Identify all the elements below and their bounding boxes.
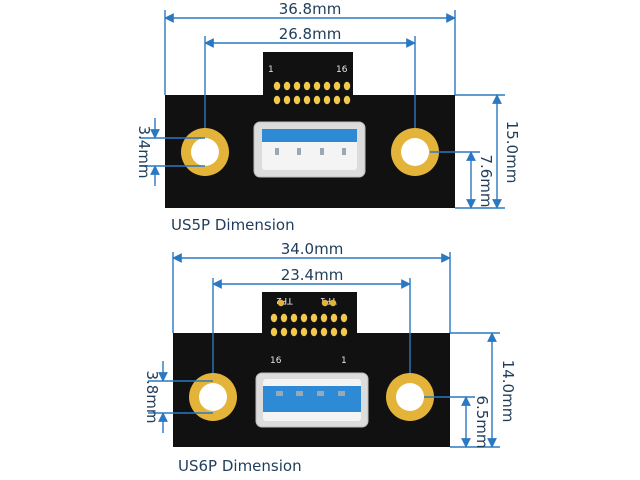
header-pin [313, 95, 321, 105]
us5p-pin-header [273, 81, 351, 105]
us6p-hole-spacing: 23.4mm [281, 266, 344, 284]
usb-contact [296, 391, 303, 396]
us5p-hole-offset: 7.6mm [477, 154, 495, 207]
header-pin [280, 313, 288, 323]
header-pin [320, 313, 328, 323]
us6p-caption: US6P Dimension [178, 457, 302, 475]
usb-contact [297, 148, 301, 155]
header-pin [343, 95, 351, 105]
header-pin [323, 81, 331, 91]
header-pin [283, 81, 291, 91]
us5p-mounting-hole-left [181, 128, 229, 176]
usb-contact [320, 148, 324, 155]
header-pin [310, 313, 318, 323]
us6p-board [173, 292, 450, 447]
us5p-hole-diameter: 3.4mm [135, 125, 153, 178]
header-pin [340, 313, 348, 323]
header-pin [273, 81, 281, 91]
header-pin [313, 81, 321, 91]
header-pin [303, 95, 311, 105]
header-pin [280, 327, 288, 337]
us6p-tp1b-pad [329, 299, 337, 307]
header-pin [290, 313, 298, 323]
us5p-pin-label-right: 16 [336, 65, 348, 75]
us6p-hole-offset: 6.5mm [473, 395, 491, 448]
us5p-pin-label-left: 1 [268, 65, 274, 75]
us6p-overall-height: 14.0mm [499, 360, 517, 423]
header-pin [300, 327, 308, 337]
header-pin [310, 327, 318, 337]
us5p-usb-a-port [253, 121, 366, 178]
usb-contact [275, 148, 279, 155]
header-pin [270, 327, 278, 337]
header-pin [293, 81, 301, 91]
header-pin [270, 313, 278, 323]
header-pin [343, 81, 351, 91]
header-pin [330, 313, 338, 323]
header-pin [323, 95, 331, 105]
usb-contact [276, 391, 283, 396]
us5p-hole-spacing: 26.8mm [279, 25, 342, 43]
us5p-overall-height: 15.0mm [503, 121, 521, 184]
us6p-hole-diameter: 3.8mm [143, 370, 161, 423]
usb-contact [317, 391, 324, 396]
us5p-board-group: 1 16 36.8mm 26.8mm [135, 0, 521, 234]
us6p-mounting-hole-right [386, 373, 434, 421]
us6p-usb-a-port [255, 372, 369, 428]
usb-contact [338, 391, 345, 396]
us6p-tp2-pad [277, 299, 285, 307]
us6p-pin-label-left: 16 [270, 356, 282, 366]
header-pin [283, 95, 291, 105]
header-pin [340, 327, 348, 337]
us5p-caption: US5P Dimension [171, 216, 295, 234]
header-pin [333, 81, 341, 91]
header-pin [303, 81, 311, 91]
us6p-pin-label-right: 1 [341, 356, 347, 366]
header-pin [333, 95, 341, 105]
header-pin [290, 327, 298, 337]
header-pin [320, 327, 328, 337]
us6p-test-points: TP2 TP1 [276, 295, 338, 307]
header-pin [293, 95, 301, 105]
us6p-tp2-label: TP2 [276, 295, 294, 305]
us6p-tp1-pad [321, 299, 329, 307]
header-pin [300, 313, 308, 323]
us6p-mounting-hole-left [189, 373, 237, 421]
us6p-board-group: 16 1 TP2 TP1 34.0mm [143, 240, 517, 475]
us5p-mounting-hole-right [391, 128, 439, 176]
us6p-tp1-label: TP1 [320, 295, 338, 305]
header-pin [273, 95, 281, 105]
us5p-overall-width: 36.8mm [279, 0, 342, 18]
us6p-pin-header [270, 313, 348, 337]
usb-contact [342, 148, 346, 155]
us6p-overall-width: 34.0mm [281, 240, 344, 258]
header-pin [330, 327, 338, 337]
